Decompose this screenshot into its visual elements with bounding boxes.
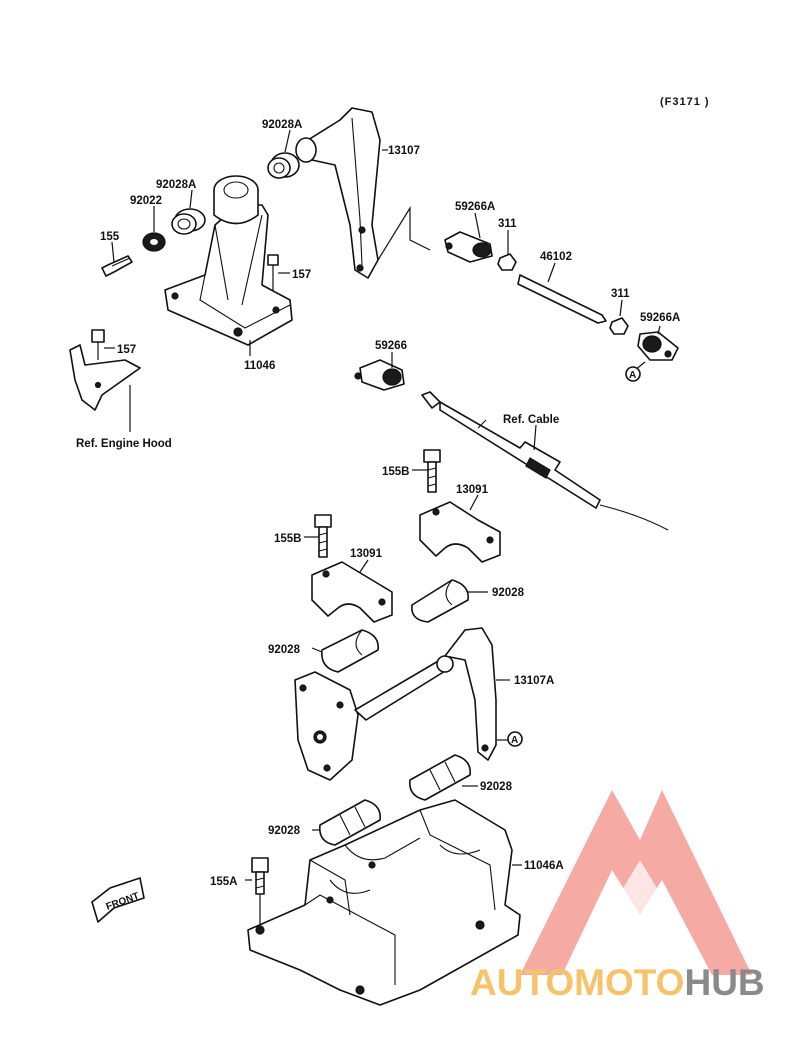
front-direction-badge: FRONT	[91, 877, 145, 923]
label-59266A-right: 59266A	[640, 312, 680, 324]
label-155B-lower: 155B	[274, 533, 302, 545]
bolt-155B-lower	[314, 514, 332, 558]
rod-end-59266A-right	[637, 331, 679, 361]
base-11046A	[247, 799, 521, 1006]
bushing-92028A-top	[267, 152, 300, 179]
rod-46102	[517, 274, 607, 324]
bushing-92028-r2	[408, 754, 472, 801]
label-59266: 59266	[375, 340, 407, 352]
label-92028-l1: 92028	[268, 644, 301, 656]
bolt-157-top	[267, 254, 279, 290]
bolt-155A	[251, 857, 269, 925]
watermark-brand-auto: AUTOMOTOHUB	[470, 962, 765, 1003]
label-ref-engine-hood: Ref. Engine Hood	[76, 438, 172, 450]
clamp-13091-lower	[311, 561, 393, 623]
cable-guide-line	[377, 205, 431, 261]
label-157-top: 157	[292, 269, 311, 281]
leader-lines	[104, 129, 661, 881]
label-13091-lower: 13091	[350, 548, 383, 560]
rod-end-59266A-top	[444, 231, 493, 263]
figure-code: (F3171 )	[660, 96, 710, 108]
label-311-top: 311	[498, 218, 517, 230]
label-ref-A-top: A	[629, 370, 636, 381]
ref-A-circle-lower	[507, 731, 523, 747]
label-92028A-top: 92028A	[262, 119, 302, 131]
watermark-brand-part2: HUB	[684, 962, 764, 1003]
label-311-right: 311	[611, 288, 630, 300]
ref-cable	[421, 391, 669, 531]
watermark-brand-part1: AUTOMOTO	[470, 962, 684, 1003]
label-13091-upper: 13091	[456, 484, 489, 496]
label-ref-cable: Ref. Cable	[503, 414, 559, 426]
engine-hood-bracket	[69, 329, 141, 432]
label-155A: 155A	[210, 876, 238, 888]
label-92028A-left: 92028A	[156, 179, 196, 191]
label-ref-A-lower: A	[511, 735, 518, 746]
label-157-left: 157	[117, 344, 136, 356]
watermark-logo-icon	[520, 790, 752, 975]
label-11046: 11046	[244, 360, 275, 372]
label-13107: 13107	[388, 145, 420, 157]
label-11046A: 11046A	[524, 860, 564, 872]
part-labels: 92028A 13107 92028A 92022 155 157 11046 …	[76, 119, 680, 888]
bolt-155B-upper	[423, 449, 441, 493]
label-46102: 46102	[540, 251, 572, 263]
label-13107A: 13107A	[514, 675, 554, 687]
washer-92022	[142, 232, 166, 252]
label-92028-r2: 92028	[480, 781, 513, 793]
label-92028-l2: 92028	[268, 825, 301, 837]
label-155B-upper: 155B	[382, 466, 410, 478]
bushing-92028A-left	[171, 208, 206, 235]
rod-end-59266	[354, 359, 405, 391]
label-92028-r1: 92028	[492, 587, 525, 599]
bushing-92028-l2	[318, 799, 382, 846]
bushing-92028-l1	[321, 629, 379, 673]
bushing-92028-r1	[411, 579, 469, 623]
label-59266A-top: 59266A	[455, 201, 495, 213]
nut-311-right	[609, 317, 629, 335]
clamp-13091-upper	[419, 501, 501, 563]
lever-13107A	[294, 627, 497, 781]
ref-A-circle-top	[625, 366, 641, 382]
nut-311-top	[497, 253, 517, 271]
lever-13107	[295, 107, 381, 279]
label-155: 155	[100, 231, 120, 243]
bolt-155	[101, 255, 133, 277]
label-92022: 92022	[130, 195, 162, 207]
bracket-11046	[164, 175, 293, 346]
